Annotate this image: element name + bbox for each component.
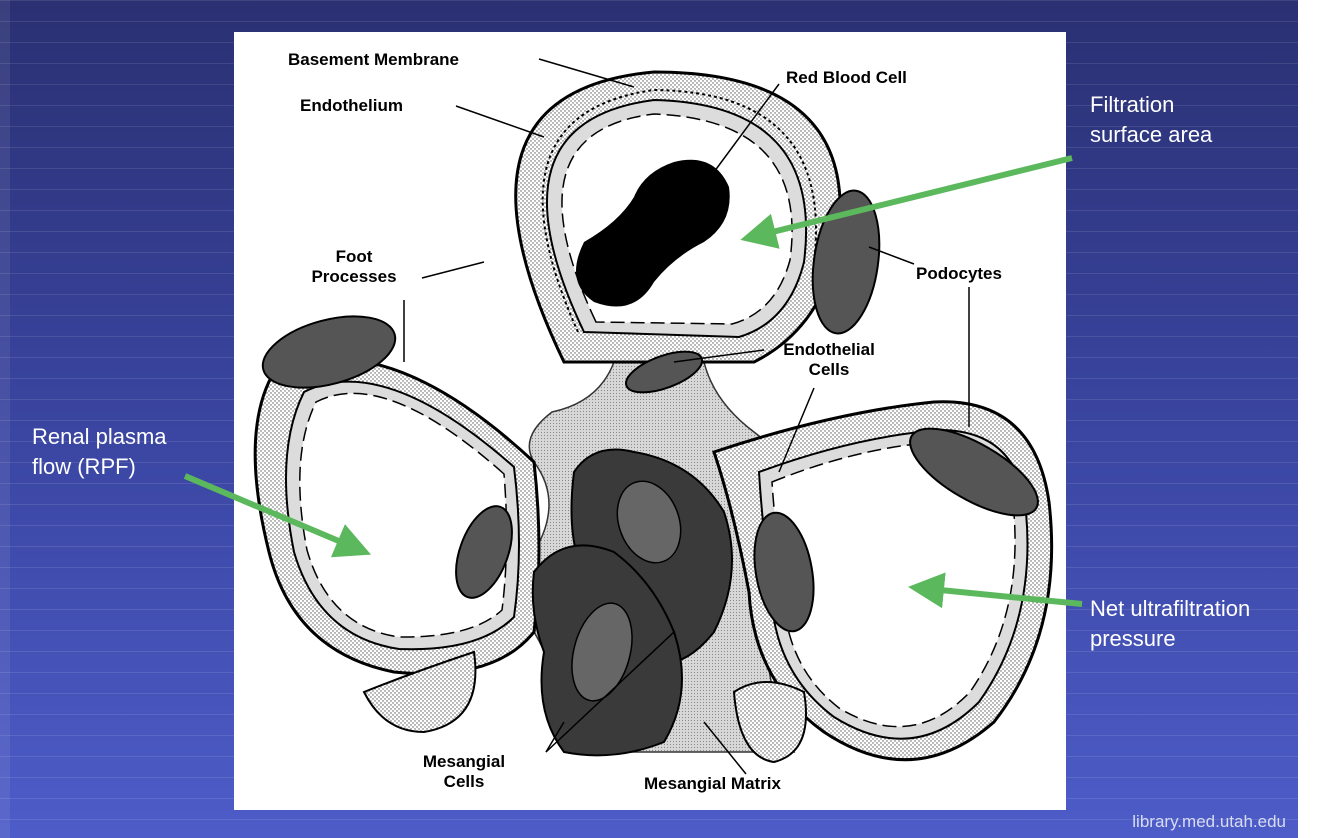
- annotation-net-line2: pressure: [1090, 626, 1176, 651]
- glomerulus-illustration: [253, 58, 1054, 775]
- endothelial-cell-left: [455, 505, 513, 599]
- left-capillary-loop: [253, 315, 541, 734]
- label-foot-processes-line2: Processes: [311, 267, 397, 286]
- label-mesangial-cells-line1: Mesangial: [422, 752, 506, 771]
- red-blood-cell: [576, 159, 730, 307]
- leader-lines: [403, 58, 970, 775]
- podocyte-right: [909, 427, 1039, 517]
- mesangial-cells: [531, 448, 733, 757]
- label-mesangial-cells: Mesangial Cells: [404, 752, 524, 792]
- endothelial-cell-right: [753, 511, 815, 633]
- label-red-blood-cell: Red Blood Cell: [786, 68, 907, 87]
- label-mesangial-matrix: Mesangial Matrix: [644, 774, 781, 793]
- label-endothelial-cells-line1: Endothelial: [783, 340, 875, 359]
- label-mesangial-cells-line2: Cells: [443, 772, 485, 791]
- slide-edge-stripe: [0, 0, 10, 838]
- right-capillary-loop: [712, 400, 1054, 764]
- annotation-filtration-line1: Filtration: [1090, 92, 1175, 117]
- annotation-net-line1: Net ultrafiltration: [1090, 596, 1251, 621]
- annotation-filtration-line2: surface area: [1090, 122, 1213, 147]
- label-foot-processes-line1: Foot: [335, 247, 373, 266]
- label-basement-membrane: Basement Membrane: [288, 50, 460, 69]
- label-podocytes: Podocytes: [916, 264, 1002, 283]
- slide-right-margin: [1298, 0, 1334, 838]
- annotation-rpf-line2: flow (RPF): [32, 454, 136, 479]
- glomerulus-diagram: Basement Membrane Red Blood Cell Endothe…: [234, 32, 1066, 810]
- annotation-filtration-surface-area: Filtration surface area: [1090, 90, 1212, 150]
- annotation-renal-plasma-flow: Renal plasma flow (RPF): [32, 422, 167, 482]
- label-foot-processes: Foot Processes: [284, 247, 424, 287]
- label-endothelium: Endothelium: [300, 96, 403, 115]
- annotation-net-ultrafiltration-pressure: Net ultrafiltration pressure: [1090, 594, 1250, 654]
- label-endothelial-cells: Endothelial Cells: [759, 340, 899, 380]
- source-credit: library.med.utah.edu: [1132, 812, 1286, 831]
- podocyte-left: [261, 315, 397, 389]
- label-endothelial-cells-line2: Cells: [808, 360, 850, 379]
- annotation-rpf-line1: Renal plasma: [32, 424, 167, 449]
